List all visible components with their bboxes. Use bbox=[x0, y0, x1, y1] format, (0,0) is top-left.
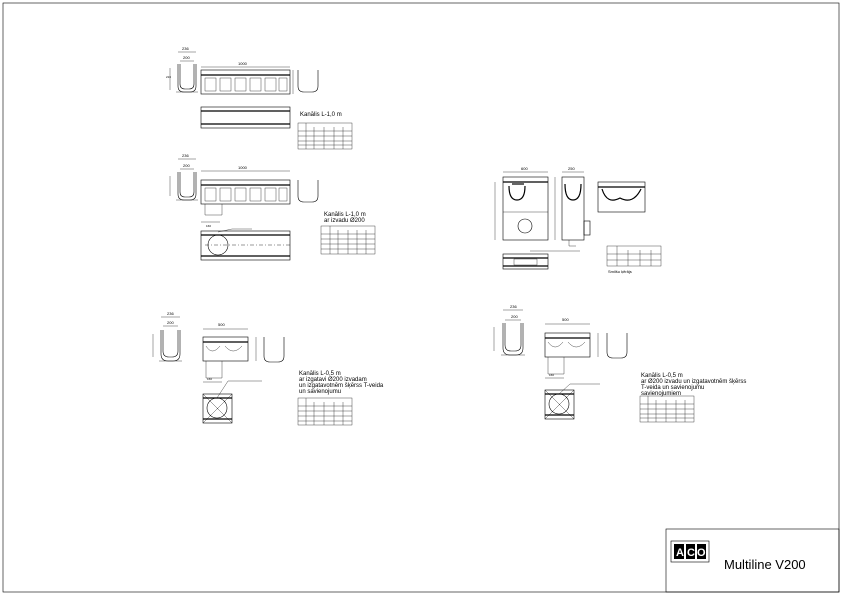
caption: Kanālis L-1,0 m bbox=[300, 112, 342, 118]
svg-text:O: O bbox=[697, 547, 706, 559]
svg-text:un savienojumu: un savienojumu bbox=[299, 389, 341, 395]
svg-text:216: 216 bbox=[166, 75, 171, 79]
spec-table bbox=[297, 397, 353, 426]
svg-text:160: 160 bbox=[549, 373, 554, 377]
svg-text:200: 200 bbox=[511, 314, 518, 319]
view-channel-1m-outlet: 236 200 1000 160 Kanālis L-1,0 m ar izva… bbox=[169, 153, 376, 261]
svg-text:160: 160 bbox=[206, 224, 211, 228]
spec-table bbox=[606, 245, 662, 267]
svg-text:1000: 1000 bbox=[238, 165, 248, 170]
svg-text:C: C bbox=[687, 547, 695, 559]
svg-text:500: 500 bbox=[562, 317, 569, 322]
svg-text:Kanālis L-0,5 m: Kanālis L-0,5 m bbox=[641, 373, 683, 379]
svg-text:236: 236 bbox=[167, 311, 174, 316]
dim-width-outer: 236 bbox=[182, 46, 189, 51]
aco-logo: A C O bbox=[670, 540, 710, 563]
side-elevation bbox=[200, 69, 291, 95]
svg-text:ar izgatavi Ø200 izvadam: ar izgatavi Ø200 izvadam bbox=[299, 377, 367, 383]
svg-text:500: 500 bbox=[218, 322, 225, 327]
dim-width-inner: 200 bbox=[183, 55, 190, 60]
svg-text:T-veida un savienojumu: T-veida un savienojumu bbox=[641, 385, 704, 391]
svg-text:ar Ø200 izvadu un izgatavotnēm: ar Ø200 izvadu un izgatavotnēm šķērss bbox=[641, 379, 746, 385]
svg-text:Smilšu ķērājs: Smilšu ķērājs bbox=[608, 269, 632, 274]
spec-table bbox=[297, 122, 353, 150]
svg-text:Kanālis L-1,0 m: Kanālis L-1,0 m bbox=[324, 212, 366, 218]
spec-table bbox=[639, 395, 695, 423]
svg-text:236: 236 bbox=[510, 304, 517, 309]
view-channel-05m-outlet: 236 200 500 160 Kanālis L-0,5 m ar Ø200 … bbox=[493, 304, 746, 423]
view-channel-1m: 236 200 216 1000 Kanālis L-1,0 m bbox=[166, 46, 353, 150]
svg-text:236: 236 bbox=[182, 153, 189, 158]
svg-text:savienojumiem: savienojumiem bbox=[641, 391, 681, 397]
sand-trap-front bbox=[502, 176, 549, 241]
svg-text:A: A bbox=[676, 547, 684, 559]
svg-text:un izgatavotnēm šķērss T-veida: un izgatavotnēm šķērss T-veida bbox=[299, 383, 384, 389]
view-sand-trap: 600 250 Smilšu ķērājs bbox=[494, 166, 662, 274]
svg-text:200: 200 bbox=[167, 320, 174, 325]
svg-text:ar izvadu Ø200: ar izvadu Ø200 bbox=[324, 218, 365, 224]
svg-text:160: 160 bbox=[207, 377, 212, 381]
product-name: Multiline V200 bbox=[724, 557, 806, 572]
dim-length: 1000 bbox=[238, 61, 248, 66]
svg-text:Kanālis L-0,5 m: Kanālis L-0,5 m bbox=[299, 371, 341, 377]
plan-view bbox=[200, 106, 291, 129]
view-channel-05m: 236 200 500 160 Kanālis L-0,5 m ar izgat… bbox=[152, 311, 384, 426]
cross-section bbox=[177, 64, 197, 93]
svg-text:200: 200 bbox=[183, 163, 190, 168]
title-block: A C O Multiline V200 bbox=[665, 528, 840, 593]
svg-text:250: 250 bbox=[568, 166, 575, 171]
svg-text:600: 600 bbox=[521, 166, 528, 171]
spec-table bbox=[320, 225, 376, 255]
